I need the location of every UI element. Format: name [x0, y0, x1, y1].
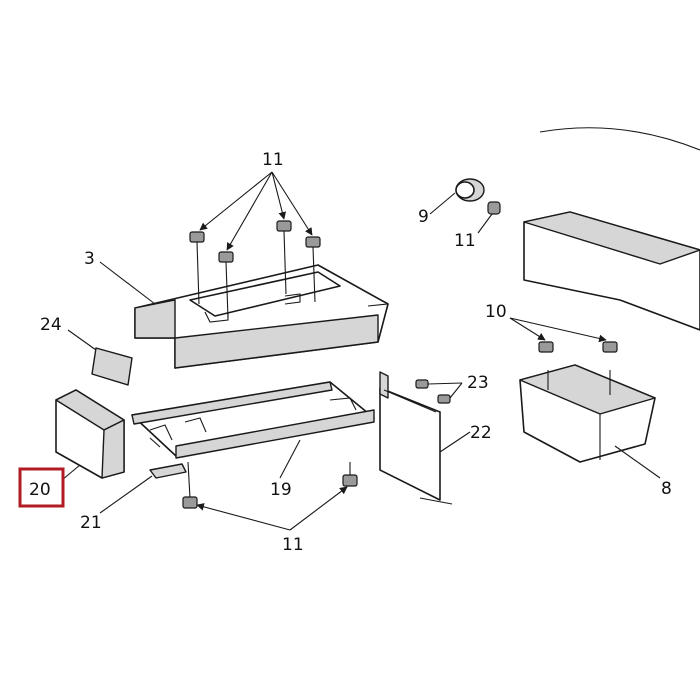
right-housing: [523, 127, 700, 331]
label-3[interactable]: 3: [84, 249, 95, 269]
label-11-bottom[interactable]: 11: [282, 535, 304, 555]
label-19[interactable]: 19: [270, 480, 292, 500]
part-20-end-cap: [55, 389, 125, 479]
part-9-knob: [455, 178, 485, 202]
screw-top-2: [218, 251, 234, 319]
label-10[interactable]: 10: [485, 302, 507, 322]
highlight-box: [18, 467, 65, 508]
screws-bottom: [182, 461, 358, 509]
part-21-tab: [149, 463, 187, 479]
label-20[interactable]: 20: [29, 480, 51, 500]
screw-bottom-1: [182, 461, 198, 509]
label-11-right[interactable]: 11: [454, 231, 476, 251]
screw-top-3: [276, 220, 292, 295]
leader-lines: [61, 171, 661, 531]
part-22-bracket: [379, 371, 453, 505]
label-23[interactable]: 23: [467, 373, 489, 393]
label-22[interactable]: 22: [470, 423, 492, 443]
screw-right: [487, 201, 501, 215]
part-24-plate: [91, 347, 133, 386]
part-19-base-tray: [131, 381, 375, 459]
screws-10: [538, 341, 618, 353]
label-24[interactable]: 24: [40, 315, 62, 335]
label-9[interactable]: 9: [418, 207, 429, 227]
labels: 11 9 11 3 10 24 23 22 19 8 21 11: [40, 150, 672, 555]
label-21[interactable]: 21: [80, 513, 102, 533]
label-11-top[interactable]: 11: [262, 150, 284, 170]
screw-top-4: [305, 236, 321, 303]
screw-bottom-2: [342, 462, 358, 487]
screw-top-1: [189, 231, 205, 305]
highlighted-callout-20[interactable]: 20: [18, 467, 65, 508]
screws-23: [415, 379, 451, 404]
part-8-box: [519, 364, 656, 463]
screws-top: [189, 220, 321, 319]
label-8[interactable]: 8: [661, 479, 672, 499]
part-3-cover-plate: [134, 264, 389, 369]
